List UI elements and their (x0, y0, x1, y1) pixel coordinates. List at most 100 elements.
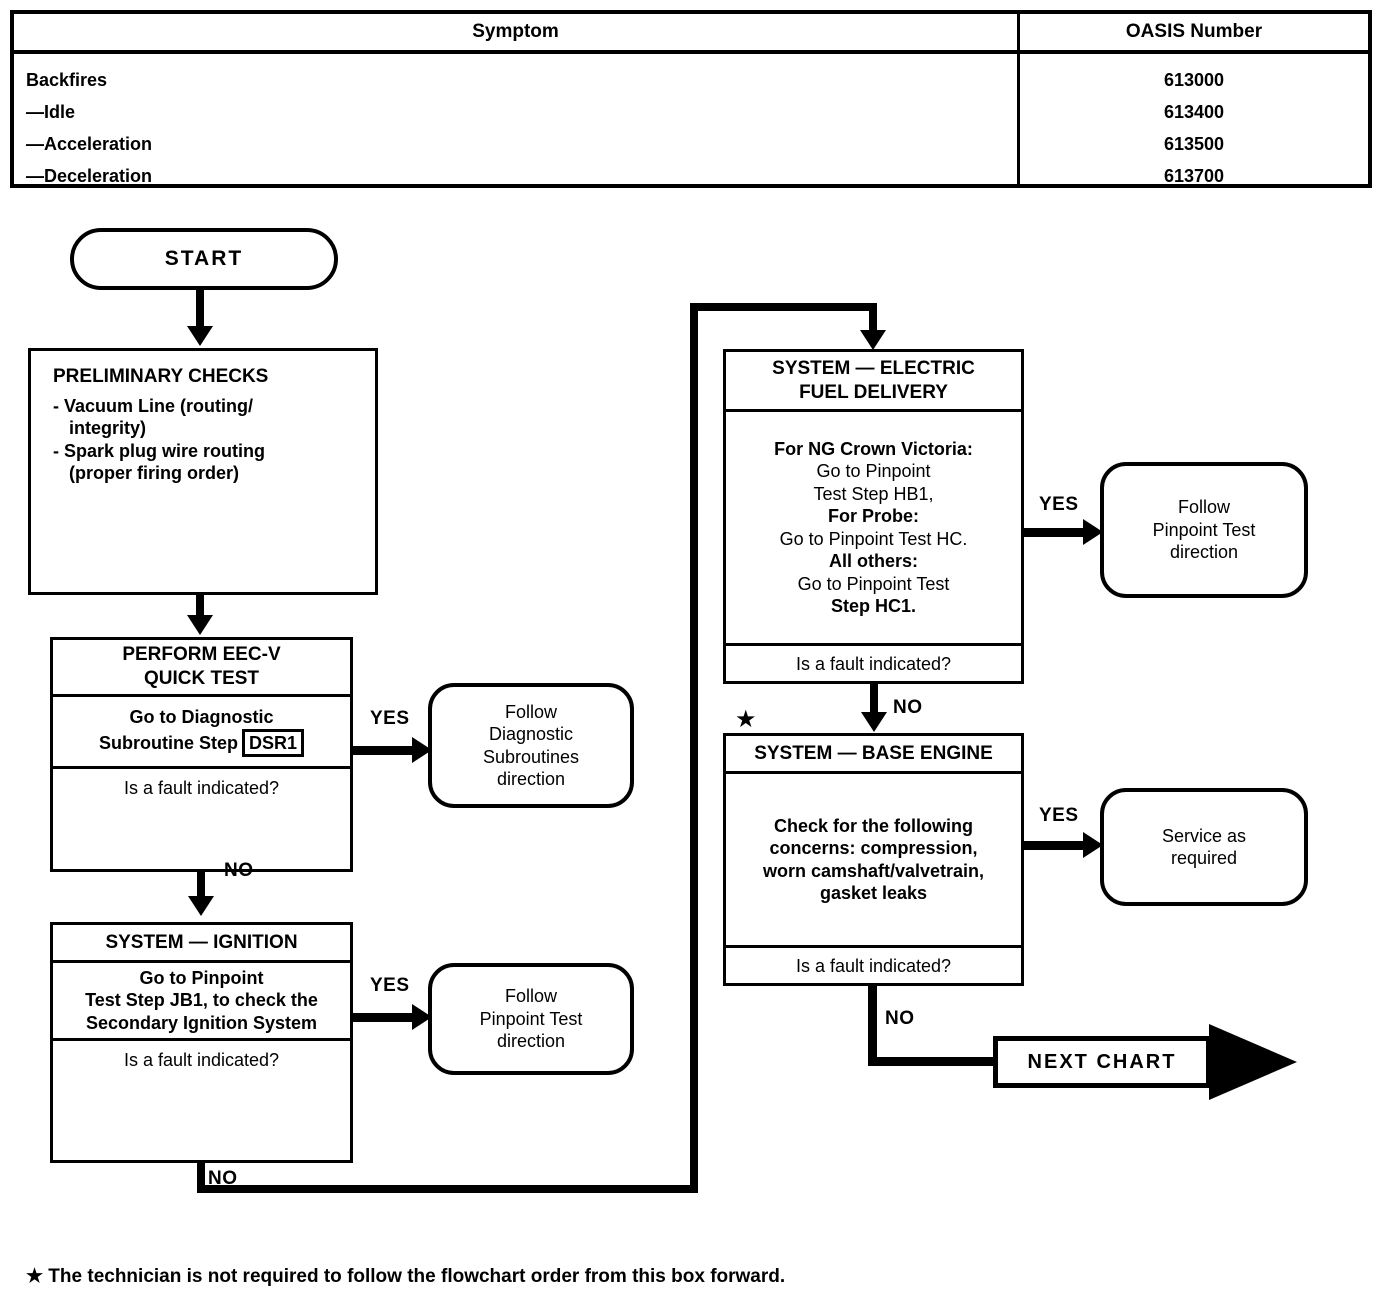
edge-label-no: NO (208, 1168, 238, 1189)
fuel-delivery-title-line1: SYSTEM — ELECTRIC (772, 357, 975, 379)
arrow-down-icon (188, 896, 214, 916)
ignition-header: SYSTEM — IGNITION (53, 925, 350, 963)
ignition-action-line3: Secondary Ignition System (85, 1012, 318, 1033)
fuel-delivery-line-4: For Probe: (827, 506, 919, 526)
base-engine-question-text: Is a fault indicated? (795, 956, 952, 977)
terminator-follow-pinpoint-test: Follow Pinpoint Test direction (428, 963, 634, 1075)
terminator-follow-pinpoint-test-2: Follow Pinpoint Test direction (1100, 462, 1308, 598)
column-header-symptom: Symptom (14, 14, 1020, 50)
table-header-row: Symptom OASIS Number (14, 14, 1368, 54)
connector-prelim-to-quicktest (196, 595, 204, 617)
quick-test-question: Is a fault indicated? (53, 769, 350, 809)
connector-baseengine-no-vertical (868, 986, 877, 1066)
table-row: 613700 (1163, 166, 1225, 186)
symptom-oasis-table: Symptom OASIS Number Backfires —Idle —Ac… (10, 10, 1372, 188)
table-row: —Deceleration (26, 166, 153, 186)
preliminary-checks-title: PRELIMINARY CHECKS (53, 366, 269, 387)
base-engine-title: SYSTEM — BASE ENGINE (754, 742, 993, 764)
edge-label-yes: YES (1039, 805, 1079, 826)
base-engine-line-3: worn camshaft/valvetrain, (762, 860, 985, 881)
connector-quicktest-no (197, 872, 205, 898)
start-terminator: START (70, 228, 338, 290)
arrow-right-icon (412, 737, 432, 763)
arrow-right-icon (412, 1004, 432, 1030)
quick-test-box: PERFORM EEC-V QUICK TEST Go to Diagnosti… (50, 637, 353, 872)
ignition-action-line1: Go to Pinpoint (139, 967, 264, 988)
arrow-down-icon (187, 615, 213, 635)
loop-segment-horizontal-bottom (197, 1185, 698, 1193)
base-engine-question: Is a fault indicated? (726, 948, 1021, 986)
ignition-title: SYSTEM — IGNITION (105, 931, 298, 953)
terminator-follow-diagnostic-subroutines: Follow Diagnostic Subroutines direction (428, 683, 634, 808)
arrow-down-icon (187, 326, 213, 346)
base-engine-line-1: Check for the following (773, 815, 973, 836)
table-row: —Idle (26, 102, 76, 122)
ignition-question: Is a fault indicated? (53, 1041, 350, 1081)
ignition-question-text: Is a fault indicated? (123, 1050, 280, 1071)
fuel-delivery-question-text: Is a fault indicated? (795, 654, 952, 675)
connector-ignition-yes (353, 1013, 415, 1022)
edge-label-no: NO (885, 1008, 915, 1029)
connector-baseengine-yes (1024, 841, 1086, 850)
fuel-delivery-action: For NG Crown Victoria: Go to Pinpoint Te… (726, 412, 1021, 646)
table-row: 613000 (1163, 70, 1225, 90)
terminator-diag-text: Follow Diagnostic Subroutines direction (482, 701, 580, 790)
fuel-delivery-line-7: Go to Pinpoint Test (797, 573, 950, 594)
fuel-delivery-question: Is a fault indicated? (726, 646, 1021, 684)
arrow-right-icon (1083, 519, 1103, 545)
dsr1-step-tag: DSR1 (241, 728, 304, 757)
loop-segment-into-fuel-box (869, 303, 877, 333)
table-row: Backfires (26, 70, 108, 90)
terminator-service-text: Service as required (1161, 825, 1247, 869)
fuel-delivery-line-5: Go to Pinpoint Test HC. (779, 528, 968, 549)
quick-test-action-line1: Go to Diagnostic (129, 707, 274, 727)
base-engine-action: Check for the following concerns: compre… (726, 774, 1021, 948)
table-row: —Acceleration (26, 134, 153, 154)
terminator-pinpoint-text-2: Follow Pinpoint Test direction (1152, 497, 1256, 563)
base-engine-header: SYSTEM — BASE ENGINE (726, 736, 1021, 774)
arrow-right-icon (1083, 832, 1103, 858)
fuel-delivery-line-3: Test Step HB1, (813, 483, 934, 504)
ignition-box: SYSTEM — IGNITION Go to Pinpoint Test St… (50, 922, 353, 1163)
base-engine-line-2: concerns: compression, (769, 838, 978, 858)
preliminary-checks-box: PRELIMINARY CHECKS - Vacuum Line (routin… (28, 348, 378, 595)
quick-test-question-text: Is a fault indicated? (123, 778, 280, 799)
quick-test-header: PERFORM EEC-V QUICK TEST (53, 640, 350, 697)
next-chart-arrowhead-icon (1209, 1024, 1297, 1100)
terminator-pinpoint-text: Follow Pinpoint Test direction (479, 986, 583, 1052)
terminator-service-as-required: Service as required (1100, 788, 1308, 906)
electric-fuel-delivery-box: SYSTEM — ELECTRIC FUEL DELIVERY For NG C… (723, 349, 1024, 684)
arrow-down-icon (860, 330, 886, 350)
quick-test-title-line1: PERFORM EEC-V (122, 644, 281, 666)
table-body: Backfires —Idle —Acceleration —Decelerat… (14, 54, 1368, 186)
connector-baseengine-no-horizontal (868, 1057, 998, 1066)
connector-start-to-prelim (196, 290, 204, 328)
quick-test-action-text: Subroutine Step (98, 732, 238, 753)
base-engine-box: SYSTEM — BASE ENGINE Check for the follo… (723, 733, 1024, 986)
edge-label-no: NO (893, 697, 923, 718)
connector-quicktest-yes (353, 746, 415, 755)
ignition-action: Go to Pinpoint Test Step JB1, to check t… (53, 963, 350, 1041)
preliminary-item-1-cont: integrity) (69, 418, 147, 439)
oasis-column: 613000 613400 613500 613700 (1020, 54, 1368, 194)
fuel-delivery-line-6: All others: (828, 551, 918, 571)
preliminary-item-2: - Spark plug wire routing (53, 440, 266, 461)
column-header-oasis: OASIS Number (1125, 21, 1263, 42)
connector-fueldelivery-no (870, 684, 878, 714)
quick-test-title-line2: QUICK TEST (143, 668, 260, 689)
edge-label-yes: YES (370, 708, 410, 729)
table-row: 613500 (1163, 134, 1225, 154)
fuel-delivery-title-line2: FUEL DELIVERY (799, 381, 948, 403)
start-label: START (164, 246, 244, 270)
loop-segment-horizontal-top (690, 303, 877, 311)
preliminary-item-2-cont: (proper firing order) (69, 463, 239, 484)
fuel-delivery-line-2: Go to Pinpoint (816, 461, 931, 481)
arrow-down-icon (861, 712, 887, 732)
footnote-text: ★ The technician is not required to foll… (26, 1266, 786, 1287)
table-row: 613400 (1163, 102, 1225, 122)
symptom-column: Backfires —Idle —Acceleration —Decelerat… (14, 54, 1020, 186)
edge-label-yes: YES (370, 975, 410, 996)
